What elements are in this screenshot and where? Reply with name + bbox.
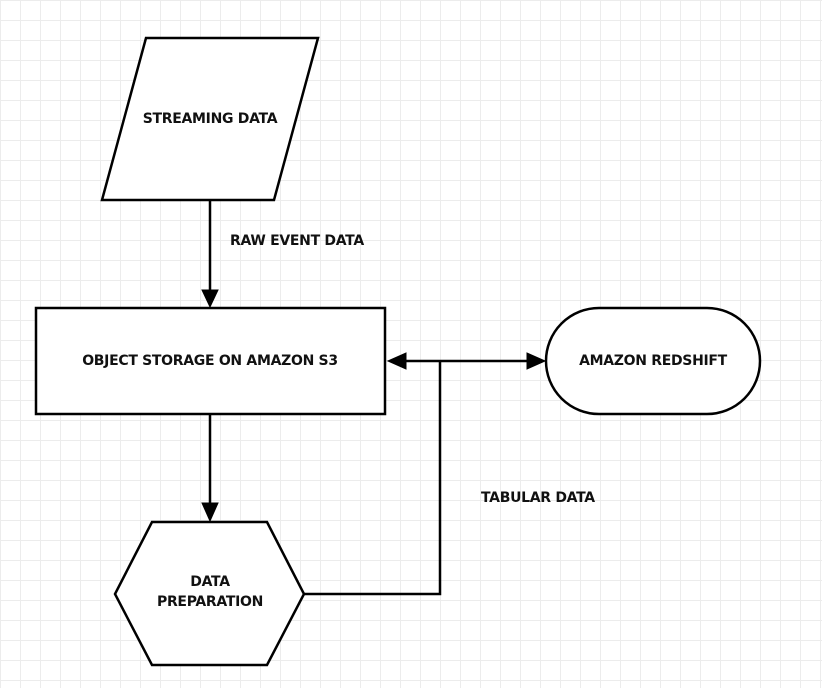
edge-label-raw-event-data: RAW EVENT DATA — [230, 233, 364, 249]
arrowhead-down-icon — [201, 502, 219, 523]
arrowhead-right-icon — [526, 352, 547, 370]
parallelogram-shape — [100, 36, 320, 202]
edge-preparation-to-s3-and-redshift — [304, 352, 547, 596]
node-data-preparation-label-line1: DATA — [190, 574, 230, 590]
node-data-preparation-label-line2: PREPARATION — [157, 594, 263, 610]
arrowhead-left-icon — [386, 352, 407, 370]
rectangle-shape — [34, 306, 387, 416]
edge-s3-to-preparation — [201, 414, 219, 523]
terminator-shape — [544, 306, 762, 416]
edge-label-tabular-data: TABULAR DATA — [481, 490, 595, 506]
node-object-storage-label: OBJECT STORAGE ON AMAZON S3 — [82, 353, 338, 369]
node-data-preparation: DATA PREPARATION — [113, 520, 306, 667]
node-streaming-data: STREAMING DATA — [100, 36, 320, 202]
arrowhead-down-icon — [201, 289, 219, 309]
node-amazon-redshift-label: AMAZON REDSHIFT — [579, 353, 728, 369]
node-amazon-redshift: AMAZON REDSHIFT — [544, 306, 762, 416]
node-streaming-data-label: STREAMING DATA — [143, 111, 278, 127]
hexagon-shape — [113, 520, 306, 667]
edge-streaming-to-s3 — [201, 200, 219, 309]
node-object-storage: OBJECT STORAGE ON AMAZON S3 — [34, 306, 387, 416]
